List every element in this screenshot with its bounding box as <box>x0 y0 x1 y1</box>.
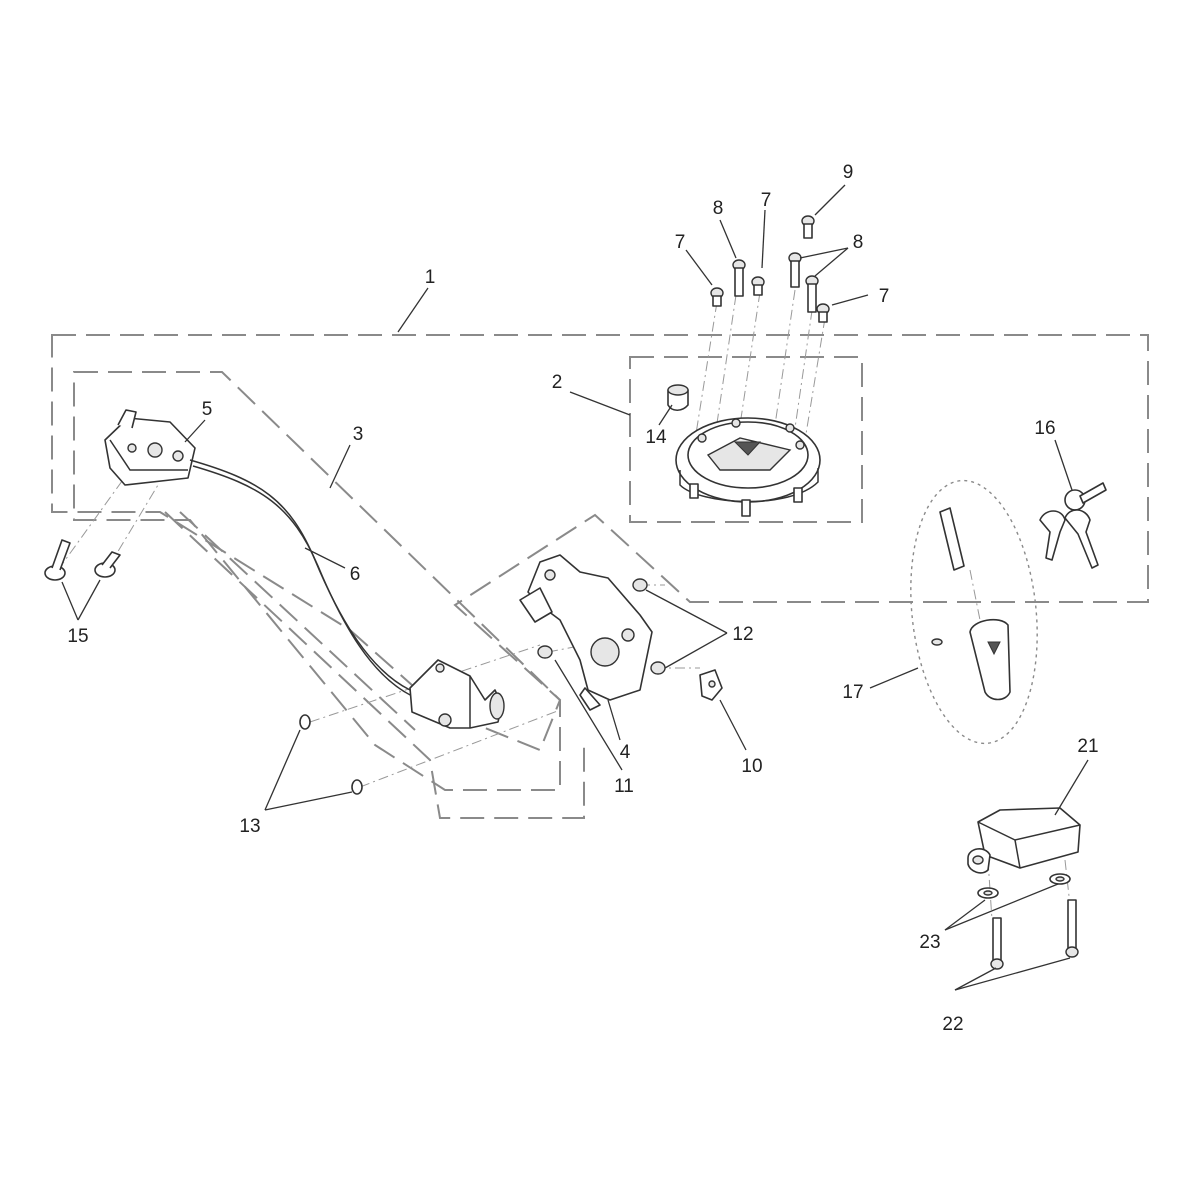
ecm-bolts <box>977 873 1079 970</box>
bolt-9 <box>801 215 815 239</box>
callout-10: 10 <box>741 756 762 777</box>
bolt-8-left <box>732 259 746 297</box>
callout-labels: 1 2 3 4 5 6 7 7 7 8 8 9 10 11 12 13 14 1… <box>67 162 1098 1035</box>
cap-bolts <box>710 215 830 323</box>
callout-4: 4 <box>620 742 631 763</box>
keys <box>1039 482 1107 569</box>
bolt-8-right <box>805 275 819 313</box>
cable <box>189 459 411 691</box>
bolt-7-right <box>816 303 830 323</box>
callout-8-right: 8 <box>853 232 864 253</box>
mounting-bracket <box>519 554 653 711</box>
callout-17: 17 <box>842 682 863 703</box>
callout-9: 9 <box>843 162 854 183</box>
callout-6: 6 <box>350 564 361 585</box>
bolt-7-left <box>710 287 724 307</box>
leader-lines <box>61 184 1089 991</box>
cable-shadow <box>192 465 413 697</box>
bracket-screws <box>537 578 666 675</box>
callout-7-left: 7 <box>675 232 686 253</box>
callout-16: 16 <box>1034 418 1055 439</box>
control-unit <box>967 807 1081 874</box>
fuel-filler-cap <box>675 417 821 517</box>
bolt-7-mid <box>751 276 765 296</box>
callout-8-left: 8 <box>713 198 724 219</box>
callout-7-mid: 7 <box>761 190 772 211</box>
callout-7-right: 7 <box>879 286 890 307</box>
connector-block <box>104 409 196 486</box>
boundary-2 <box>629 356 863 523</box>
boundary-3-inner-2 <box>179 511 416 731</box>
boundary-3 <box>73 371 561 791</box>
callout-11: 11 <box>614 776 634 797</box>
loom-screws <box>44 539 121 581</box>
immobiliser-lock <box>409 659 505 729</box>
callout-1: 1 <box>425 267 436 288</box>
assembly-boundaries <box>51 334 1149 819</box>
callout-12: 12 <box>732 624 753 645</box>
callout-21: 21 <box>1077 736 1098 757</box>
callout-5: 5 <box>202 399 213 420</box>
clip-nut <box>699 669 723 701</box>
callout-2: 2 <box>552 372 563 393</box>
callout-22: 22 <box>942 1014 963 1035</box>
key-blank <box>931 507 1011 701</box>
bolt-8-mid <box>788 252 802 288</box>
callout-15: 15 <box>67 626 88 647</box>
washers <box>299 714 363 795</box>
callout-13: 13 <box>239 816 260 837</box>
callout-14: 14 <box>645 427 667 448</box>
callout-23: 23 <box>919 932 940 953</box>
callout-3: 3 <box>353 424 364 445</box>
grommet <box>667 384 689 412</box>
boundary-3-inner <box>164 511 585 819</box>
boundary-17 <box>910 479 1038 745</box>
